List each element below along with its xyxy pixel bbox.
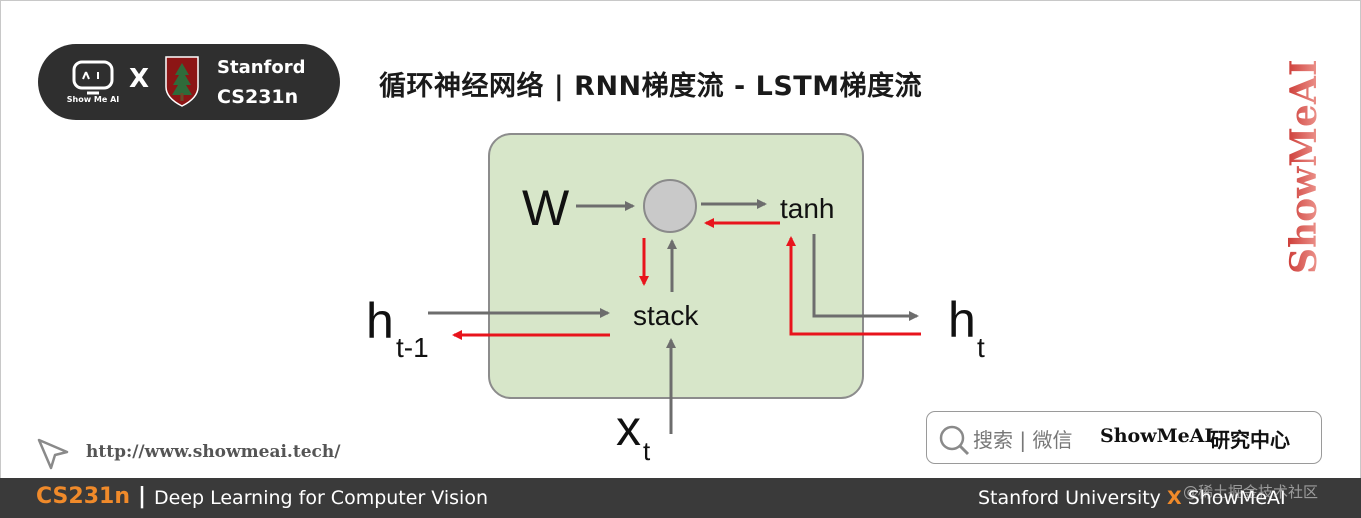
search-hint-text: 搜索 | 微信 (973, 428, 1073, 452)
footer-cross: X (1166, 487, 1182, 509)
logo-showme-text: Show Me AI (66, 95, 120, 104)
x-input-label: x (616, 400, 641, 456)
footer-course-subtitle: Deep Learning for Computer Vision (154, 487, 488, 509)
footer-credit: Stanford University X ShowMeAI (978, 487, 1286, 509)
cursor-pointer-icon (37, 438, 69, 470)
rnn-gradient-flow-diagram: W tanh stack h t-1 h t x t (366, 133, 985, 466)
h-next-label: h (948, 292, 976, 348)
matmul-node (643, 179, 697, 233)
tanh-label: tanh (780, 193, 835, 224)
logo-stanford-text: Stanford (217, 57, 306, 78)
h-next-subscript: t (977, 332, 985, 363)
logo-course-text: CS231n (217, 86, 299, 108)
footer-brand: ShowMeAI (1187, 487, 1286, 509)
showmeai-watermark: ShowMeAI (1285, 59, 1325, 274)
input-w-label: W (522, 180, 570, 236)
wechat-search-box[interactable] (926, 411, 1322, 464)
grad-hnext-to-tanh-arrow (786, 236, 921, 336)
tanh-to-hnext-arrow (812, 234, 919, 321)
search-brand-text: ShowMeAI (1100, 425, 1214, 447)
page-title: 循环神经网络 | RNN梯度流 - LSTM梯度流 (379, 71, 923, 102)
search-suffix-text: 研究中心 (1210, 428, 1290, 452)
stanford-crest-icon (165, 56, 199, 107)
rnn-cell-box (488, 133, 864, 399)
h-prev-subscript: t-1 (396, 332, 429, 363)
h-prev-label: h (366, 293, 394, 349)
monitor-icon (72, 60, 114, 95)
footer-university: Stanford University (978, 487, 1161, 509)
stack-label: stack (633, 300, 699, 331)
footer-bar (0, 478, 1361, 518)
website-url[interactable]: http://www.showmeai.tech/ (86, 442, 341, 462)
x-input-subscript: t (643, 436, 651, 466)
footer-community-watermark: @稀土掘金技术社区 (1183, 483, 1319, 501)
footer-course-code: CS231n (36, 484, 130, 509)
search-icon (939, 425, 970, 456)
logo-cross: X (129, 64, 150, 94)
watermark-text: ShowMeAI (1285, 59, 1325, 274)
footer-separator: | (138, 484, 147, 509)
